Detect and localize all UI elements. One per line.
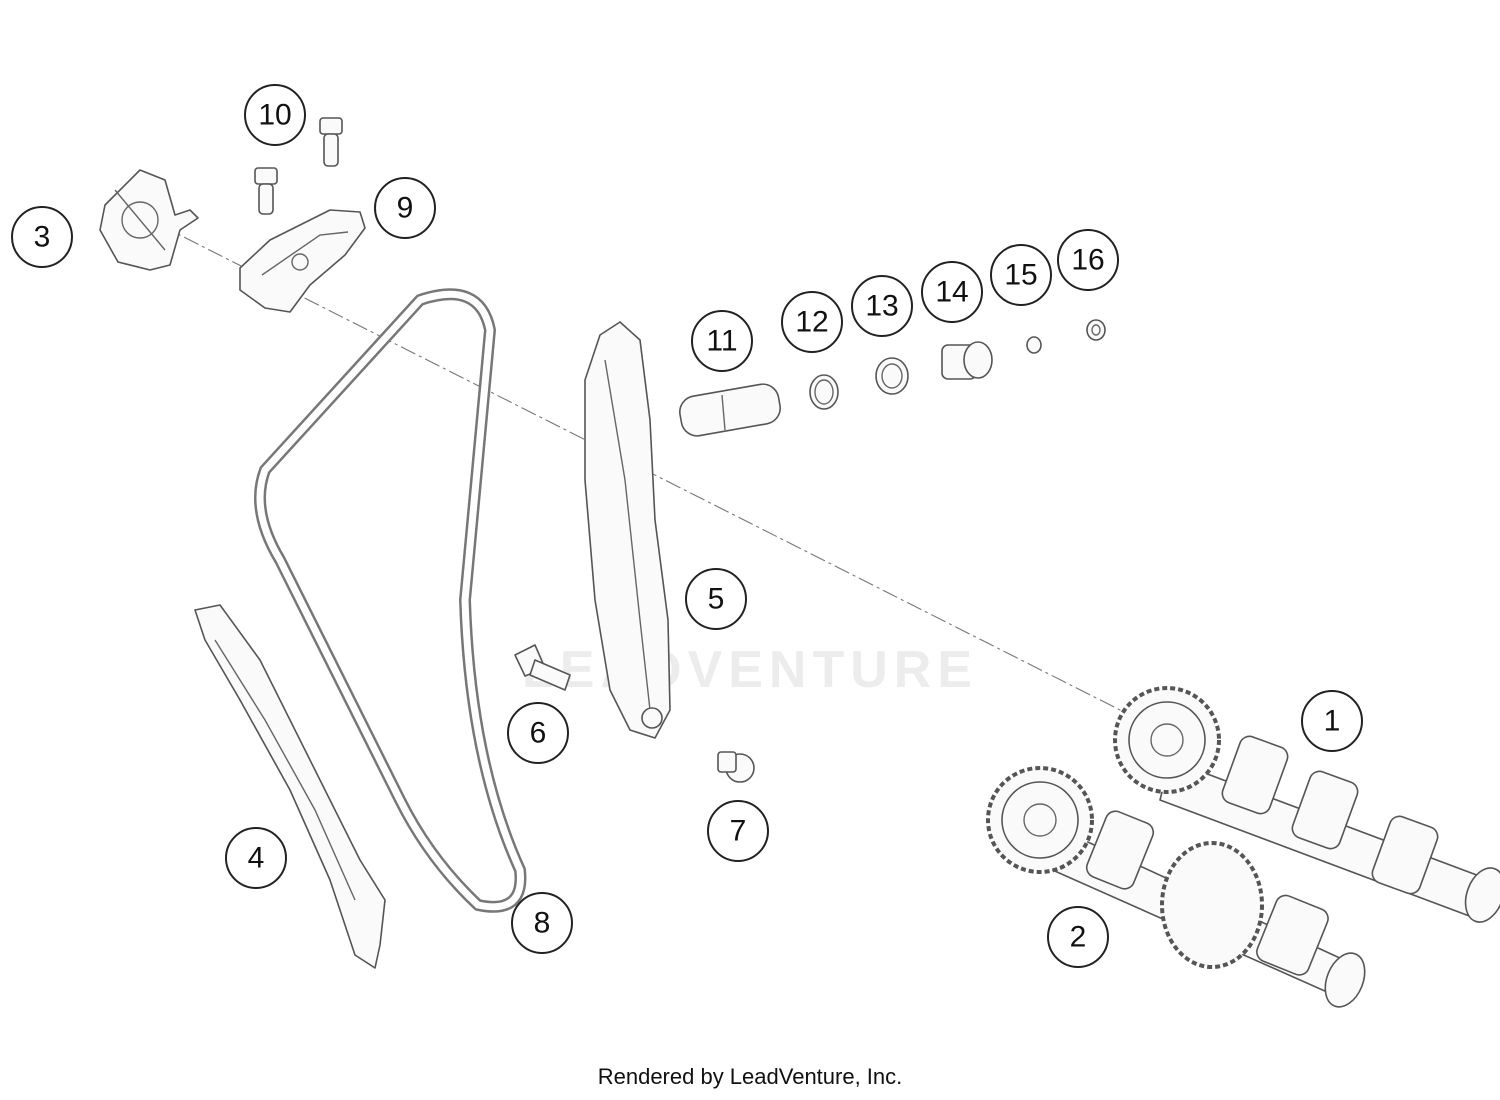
- callout-3-label: 3: [34, 221, 51, 254]
- part-2-camshaft[interactable]: [986, 766, 1372, 1013]
- part-9-tensioner-block[interactable]: [239, 209, 366, 313]
- callout-5-label: 5: [708, 583, 725, 616]
- callout-15-label: 15: [1004, 259, 1037, 292]
- callout-7[interactable]: 7: [707, 800, 769, 862]
- callout-14[interactable]: 14: [921, 261, 983, 323]
- part-14-plug-screw[interactable]: [941, 341, 993, 380]
- part-7-bushing[interactable]: [717, 751, 755, 783]
- callout-13[interactable]: 13: [851, 275, 913, 337]
- callout-2[interactable]: 2: [1047, 906, 1109, 968]
- part-4-guide-rail[interactable]: [194, 604, 386, 969]
- callout-9-label: 9: [397, 192, 414, 225]
- watermark-text: LEADVENTURE: [521, 641, 979, 699]
- callout-1[interactable]: 1: [1301, 690, 1363, 752]
- part-1-camshaft[interactable]: [1113, 686, 1500, 927]
- part-11-piston[interactable]: [677, 382, 782, 439]
- part-8-timing-chain[interactable]: [254, 288, 527, 913]
- part-5-tensioner-rail[interactable]: [584, 321, 671, 739]
- callout-3[interactable]: 3: [11, 206, 73, 268]
- callout-15[interactable]: 15: [990, 244, 1052, 306]
- rendered-by-footer: Rendered by LeadVenture, Inc.: [597, 1064, 903, 1089]
- callout-11[interactable]: 11: [691, 310, 753, 372]
- part-3-bracket[interactable]: [99, 169, 199, 271]
- callout-7-label: 7: [730, 815, 747, 848]
- part-12-seal-ring[interactable]: [809, 374, 839, 410]
- callout-4[interactable]: 4: [225, 827, 287, 889]
- callout-6-label: 6: [530, 717, 547, 750]
- callout-8[interactable]: 8: [511, 892, 573, 954]
- callout-8-label: 8: [534, 907, 551, 940]
- callout-2-label: 2: [1070, 921, 1087, 954]
- callout-16-label: 16: [1071, 244, 1104, 277]
- part-13-seal-ring[interactable]: [875, 357, 909, 395]
- part-16-nut[interactable]: [1086, 319, 1106, 341]
- callout-4-label: 4: [248, 842, 265, 875]
- callout-10-label: 10: [258, 99, 291, 132]
- callout-6[interactable]: 6: [507, 702, 569, 764]
- callout-14-label: 14: [935, 276, 968, 309]
- callout-12[interactable]: 12: [781, 291, 843, 353]
- callout-5[interactable]: 5: [685, 568, 747, 630]
- part-6-bolt[interactable]: [514, 644, 571, 691]
- part-10-bolts[interactable]: [254, 117, 343, 215]
- part-15-ring[interactable]: [1026, 336, 1042, 354]
- callout-13-label: 13: [865, 290, 898, 323]
- callout-16[interactable]: 16: [1057, 229, 1119, 291]
- callout-10[interactable]: 10: [244, 84, 306, 146]
- callout-9[interactable]: 9: [374, 177, 436, 239]
- callout-1-label: 1: [1324, 705, 1341, 738]
- callout-11-label: 11: [706, 325, 737, 358]
- callout-12-label: 12: [795, 306, 828, 339]
